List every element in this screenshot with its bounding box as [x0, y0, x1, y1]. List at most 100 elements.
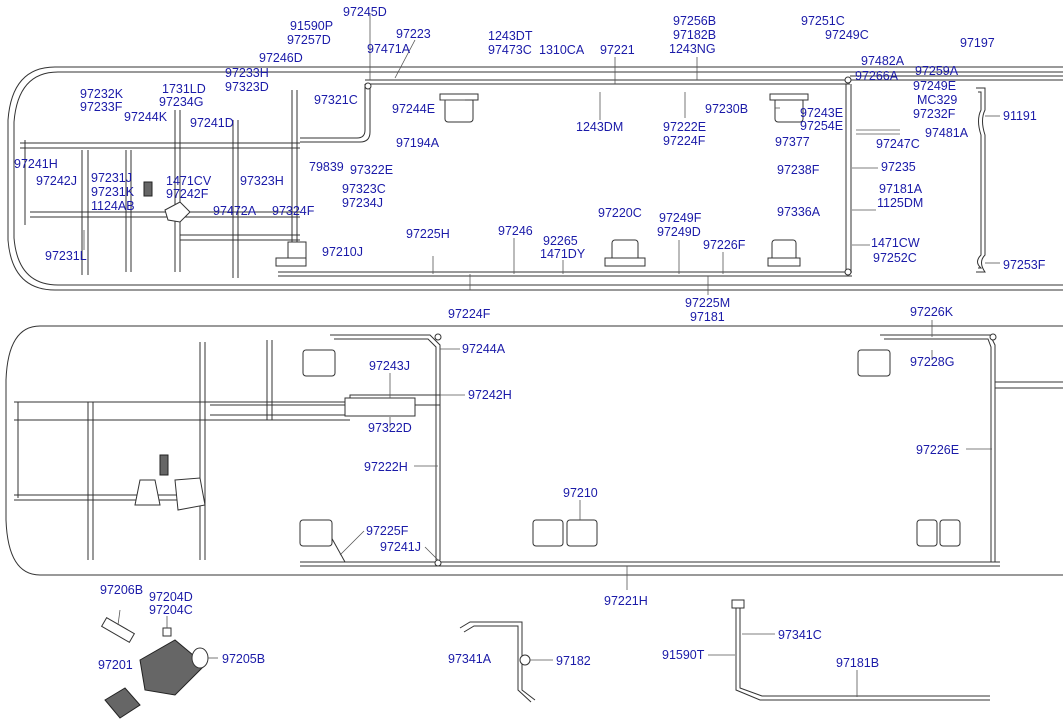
label-97249E: 97249E: [913, 79, 957, 93]
label-1243DT: 1243DT: [488, 29, 533, 43]
label-97220C: 97220C: [598, 206, 642, 220]
label-97482A: 97482A: [861, 54, 905, 68]
label-1471CV: 1471CV: [166, 174, 212, 188]
label-97244A: 97244A: [462, 342, 506, 356]
label-97249D: 97249D: [657, 225, 701, 239]
label-97238F: 97238F: [777, 163, 820, 177]
label-97257D: 97257D: [287, 33, 331, 47]
label-97473C: 97473C: [488, 43, 532, 57]
label-1471DY: 1471DY: [540, 247, 586, 261]
label-91590T: 91590T: [662, 648, 705, 662]
label-97249F: 97249F: [659, 211, 702, 225]
middle-view-tubes: [14, 334, 1063, 567]
label-97224F-upper: 97224F: [663, 134, 706, 148]
label-97197: 97197: [960, 36, 995, 50]
top-view-chassis: [7, 66, 1063, 291]
label-97225M: 97225M: [685, 296, 731, 310]
label-97377: 97377: [775, 135, 810, 149]
label-97231L: 97231L: [45, 249, 87, 263]
label-97243E: 97243E: [800, 106, 844, 120]
label-97251C: 97251C: [801, 14, 845, 28]
label-97323C: 97323C: [342, 182, 386, 196]
label-97321C: 97321C: [314, 93, 358, 107]
label-97233H: 97233H: [225, 66, 269, 80]
label-97244K: 97244K: [124, 110, 168, 124]
label-97341C: 97341C: [778, 628, 822, 642]
label-97241J: 97241J: [380, 540, 422, 554]
label-97234G: 97234G: [159, 95, 204, 109]
label-97242F: 97242F: [166, 187, 209, 201]
label-97221: 97221: [600, 43, 635, 57]
label-97259A: 97259A: [915, 64, 959, 78]
label-97245D: 97245D: [343, 5, 387, 19]
label-97232F: 97232F: [913, 107, 956, 121]
label-97182: 97182: [556, 654, 591, 668]
label-91590P: 91590P: [290, 19, 334, 33]
label-1243DM: 1243DM: [576, 120, 624, 134]
label-97225H: 97225H: [406, 227, 450, 241]
label-97246D: 97246D: [259, 51, 303, 65]
label-97232K: 97232K: [80, 87, 124, 101]
label-97249C: 97249C: [825, 28, 869, 42]
label-97471A: 97471A: [367, 42, 411, 56]
label-97222E: 97222E: [663, 120, 707, 134]
label-1124AB: 1124AB: [91, 199, 135, 213]
label-97256B: 97256B: [673, 14, 717, 28]
label-97224F-lower: 97224F: [448, 307, 491, 321]
label-97324F: 97324F: [272, 204, 315, 218]
label-97231K: 97231K: [91, 185, 135, 199]
bottom-parts: [100, 599, 990, 719]
label-91191: 91191: [1003, 109, 1037, 123]
label-97226F: 97226F: [703, 238, 746, 252]
top-view-parts: [143, 76, 900, 276]
label-97210: 97210: [563, 486, 598, 500]
label-97221H: 97221H: [604, 594, 648, 608]
label-97266A: 97266A: [855, 69, 899, 83]
label-97201: 97201: [98, 658, 133, 672]
label-97244E: 97244E: [392, 102, 436, 116]
label-92265: 92265: [543, 234, 578, 248]
label-97243J: 97243J: [369, 359, 411, 373]
leader-lines: [83, 14, 1000, 697]
label-97206B: 97206B: [100, 583, 144, 597]
label-97242J: 97242J: [36, 174, 78, 188]
label-97226E: 97226E: [916, 443, 960, 457]
label-79839: 79839: [309, 160, 344, 174]
label-97230B: 97230B: [705, 102, 749, 116]
label-97205B: 97205B: [222, 652, 266, 666]
label-97323D: 97323D: [225, 80, 269, 94]
label-97226K: 97226K: [910, 305, 954, 319]
label-97234J: 97234J: [342, 196, 384, 210]
label-97181B: 97181B: [836, 656, 880, 670]
label-97225F: 97225F: [366, 524, 409, 538]
label-97204C: 97204C: [149, 603, 193, 617]
label-97472A: 97472A: [213, 204, 257, 218]
middle-view-chassis: [5, 325, 1063, 576]
label-97242H: 97242H: [468, 388, 512, 402]
label-97231J: 97231J: [91, 171, 133, 185]
label-97253F: 97253F: [1003, 258, 1046, 272]
label-1731LD: 1731LD: [162, 82, 206, 96]
label-97252C: 97252C: [873, 251, 917, 265]
label-97247C: 97247C: [876, 137, 920, 151]
label-97323H: 97323H: [240, 174, 284, 188]
middle-view-parts: [134, 333, 997, 567]
label-97254E: 97254E: [800, 119, 844, 133]
label-97204D: 97204D: [149, 590, 193, 604]
label-1125DM: 1125DM: [877, 196, 924, 210]
label-97233F: 97233F: [80, 100, 123, 114]
label-97336A: 97336A: [777, 205, 821, 219]
label-1243NG: 1243NG: [669, 42, 716, 56]
label-97228G: 97228G: [910, 355, 955, 369]
label-97341A: 97341A: [448, 652, 492, 666]
label-97235: 97235: [881, 160, 916, 174]
label-97241D: 97241D: [190, 116, 234, 130]
label-97181A: 97181A: [879, 182, 923, 196]
top-view-tubes: [20, 75, 1063, 278]
label-97181: 97181: [690, 310, 725, 324]
label-97210J: 97210J: [322, 245, 364, 259]
label-97241H: 97241H: [14, 157, 58, 171]
label-97322E: 97322E: [350, 163, 394, 177]
